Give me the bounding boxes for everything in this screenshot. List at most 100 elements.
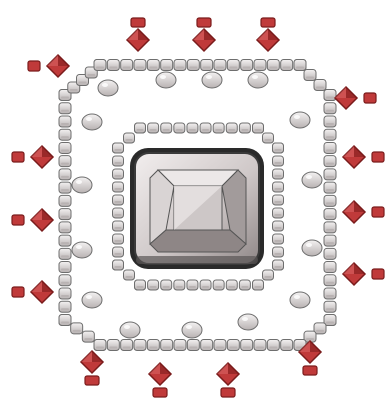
pearl-bead <box>82 292 102 308</box>
bead <box>273 247 284 257</box>
bead <box>273 234 284 244</box>
ruby-gem <box>12 146 53 168</box>
pearl-bead <box>290 292 310 308</box>
bead <box>324 90 336 101</box>
ruby-gem <box>127 18 149 51</box>
bead <box>59 288 71 299</box>
bead <box>201 60 213 71</box>
bead <box>174 123 185 133</box>
bead <box>174 60 186 71</box>
bead <box>324 262 336 273</box>
bead <box>324 275 336 286</box>
ruby-gem <box>12 281 53 303</box>
bead <box>59 235 71 246</box>
bead <box>324 129 336 140</box>
bead <box>124 133 135 143</box>
bead <box>281 60 293 71</box>
pearl-bead <box>202 72 222 88</box>
ruby-gem <box>343 263 384 285</box>
bead <box>254 60 266 71</box>
bead <box>239 123 250 133</box>
bead <box>161 280 172 290</box>
ruby-gem <box>257 18 279 51</box>
ruby-gem <box>335 87 376 109</box>
bead <box>273 260 284 270</box>
bead <box>121 340 133 351</box>
bead <box>214 60 226 71</box>
bead <box>226 123 237 133</box>
bead <box>59 103 71 114</box>
bead <box>324 288 336 299</box>
bead <box>201 340 213 351</box>
ruby-gem <box>343 146 384 168</box>
ruby-gem <box>81 351 103 385</box>
pearl-bead <box>302 240 322 256</box>
bead <box>59 129 71 140</box>
pearl-bead <box>302 172 322 188</box>
bead <box>134 340 146 351</box>
bead <box>273 156 284 166</box>
bead <box>324 116 336 127</box>
bead <box>59 301 71 312</box>
bead <box>324 156 336 167</box>
bead <box>59 209 71 220</box>
bead <box>113 247 124 257</box>
bead <box>113 234 124 244</box>
bead <box>324 222 336 233</box>
bead <box>59 315 71 326</box>
bead <box>113 221 124 231</box>
bead <box>147 340 159 351</box>
bead <box>273 195 284 205</box>
bead <box>59 248 71 259</box>
pearl-bead <box>182 322 202 338</box>
bead <box>267 60 279 71</box>
ruby-gem <box>343 201 384 223</box>
pearl-bead <box>82 114 102 130</box>
bead <box>324 209 336 220</box>
ruby-gem <box>193 18 215 51</box>
pearl-bead <box>248 72 268 88</box>
pearl-bead <box>156 72 176 88</box>
bead <box>59 169 71 180</box>
bead <box>59 116 71 127</box>
bead <box>59 222 71 233</box>
bead <box>226 280 237 290</box>
bead <box>135 280 146 290</box>
bead <box>294 60 306 71</box>
bead <box>267 340 279 351</box>
bead <box>113 156 124 166</box>
bead <box>273 221 284 231</box>
bead <box>148 280 159 290</box>
bead <box>324 182 336 193</box>
bead <box>324 169 336 180</box>
bead <box>227 60 239 71</box>
bead <box>263 270 274 280</box>
bead <box>113 195 124 205</box>
bead <box>174 340 186 351</box>
bead <box>187 340 199 351</box>
ruby-gem <box>12 209 53 231</box>
bead <box>324 248 336 259</box>
bead <box>187 123 198 133</box>
bead <box>82 331 94 342</box>
bead <box>187 60 199 71</box>
center-gemstone <box>130 148 264 269</box>
bead <box>253 280 264 290</box>
bead <box>324 103 336 114</box>
bead <box>113 182 124 192</box>
pearl-bead <box>98 80 118 96</box>
bead <box>59 142 71 153</box>
bead <box>124 270 135 280</box>
bead <box>147 60 159 71</box>
bead <box>94 340 106 351</box>
bead <box>113 143 124 153</box>
bead <box>273 182 284 192</box>
bead <box>174 280 185 290</box>
bead <box>213 123 224 133</box>
bead <box>107 60 119 71</box>
bead <box>71 323 83 334</box>
bead <box>273 143 284 153</box>
bead <box>113 260 124 270</box>
